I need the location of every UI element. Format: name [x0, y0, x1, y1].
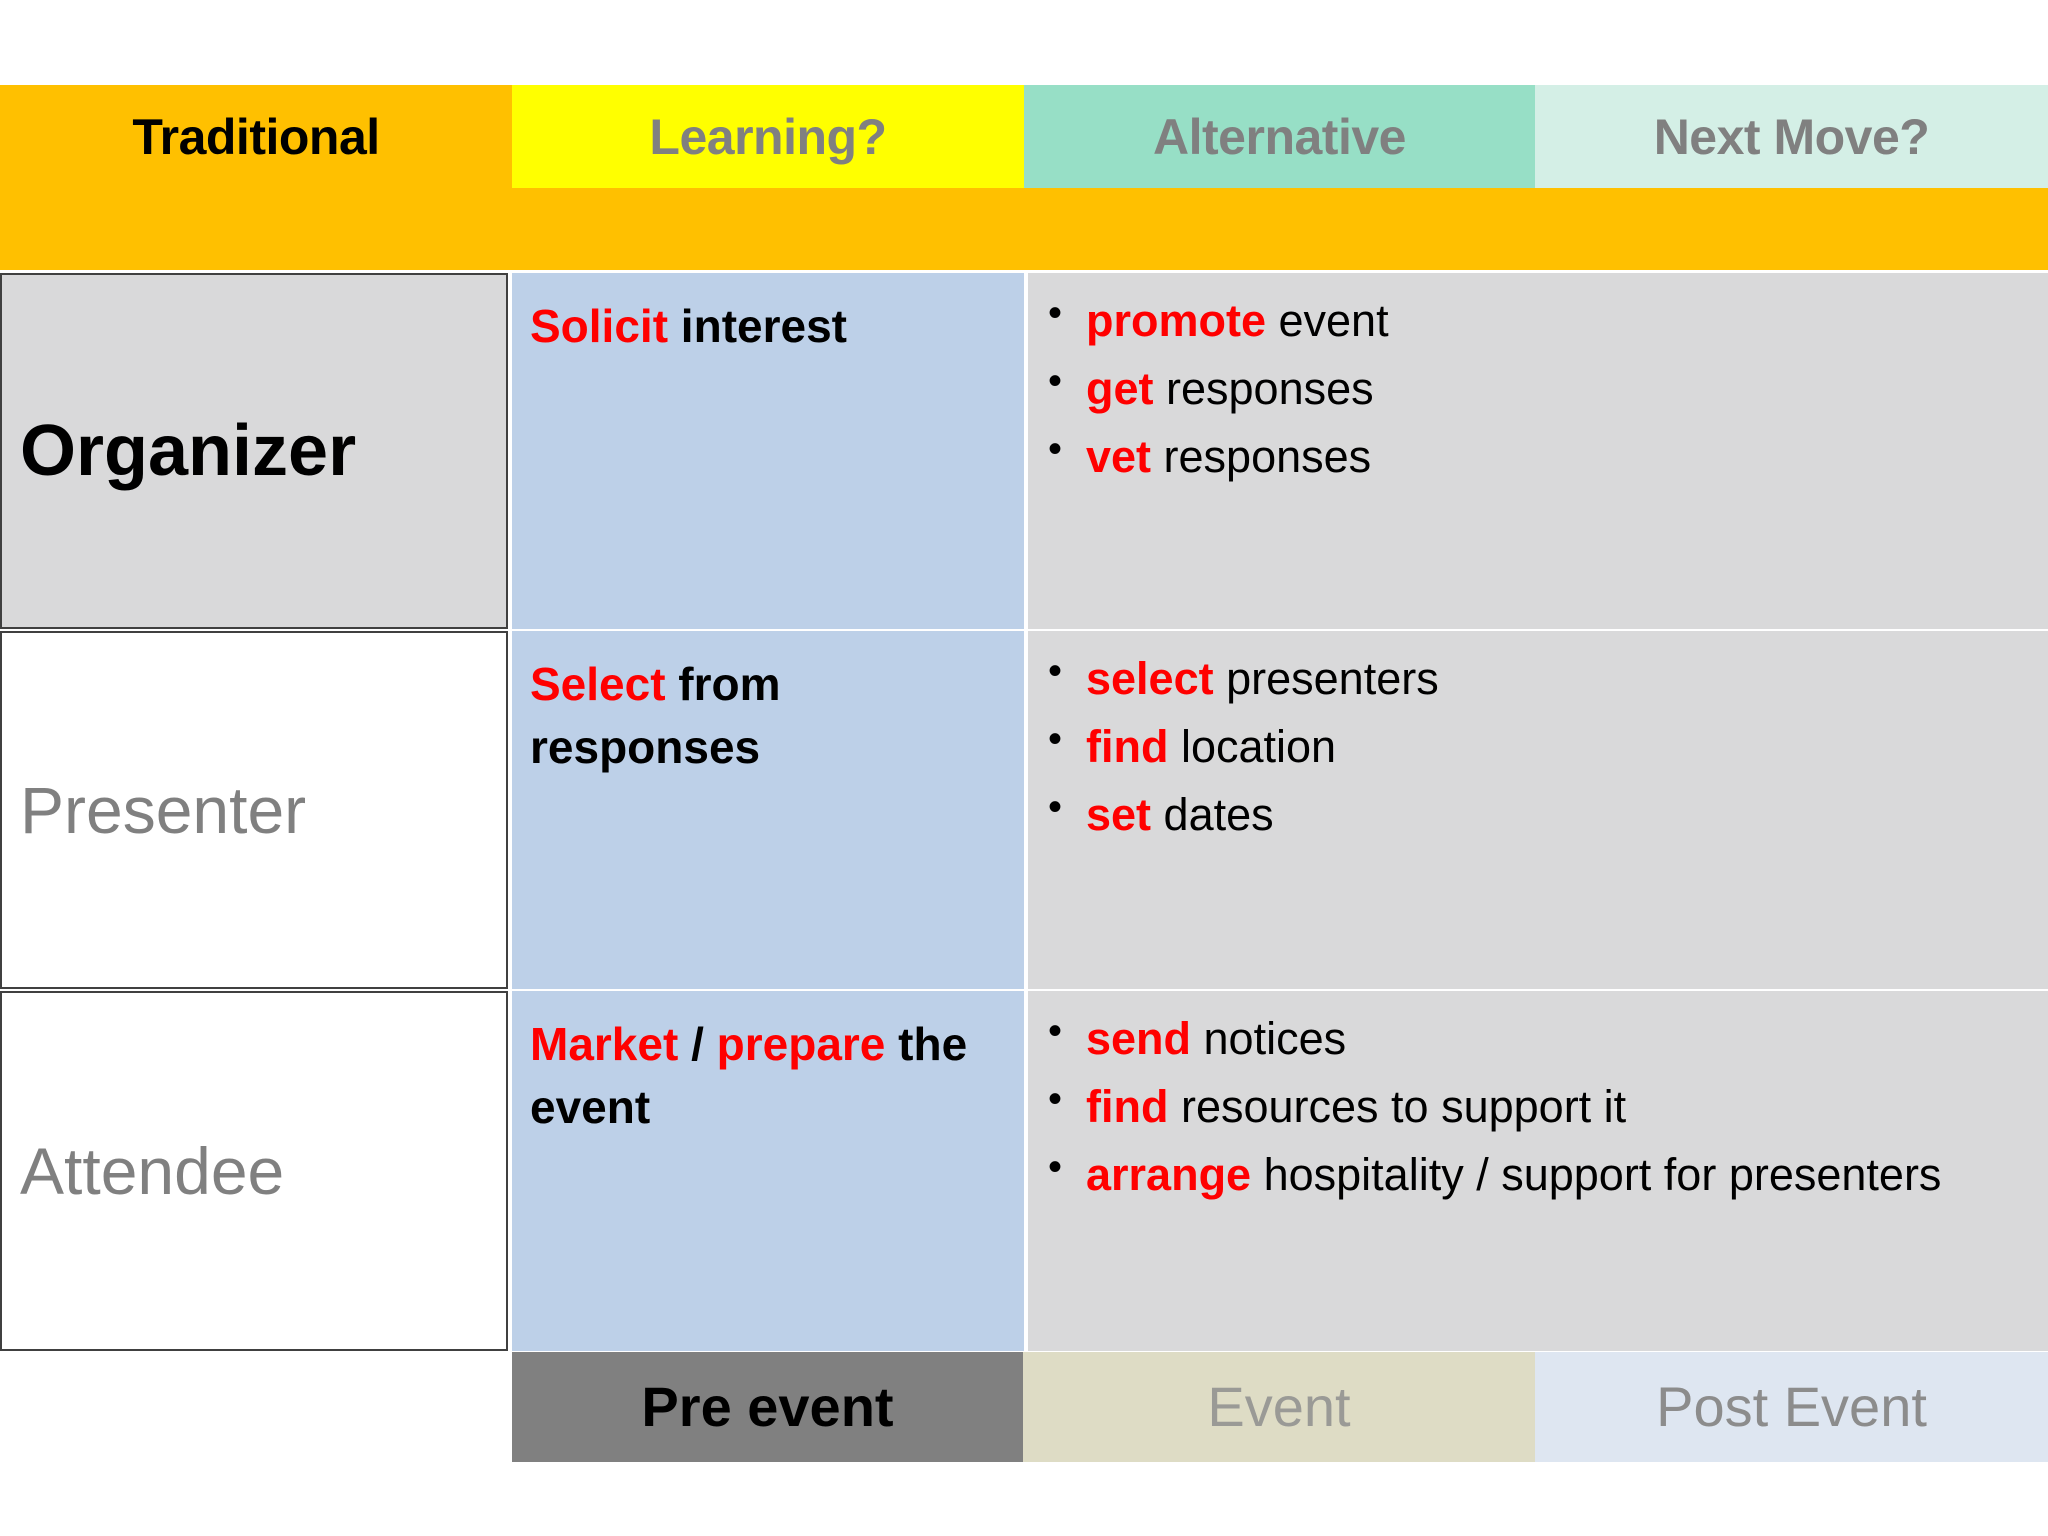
text-run: event — [1266, 295, 1389, 346]
learning-cell-organizer[interactable]: Solicit interest — [512, 273, 1024, 629]
learning-text: Market / prepare the event — [530, 1013, 1006, 1140]
text-run: select — [1086, 653, 1214, 704]
phase-band: Pre event Event Post Event — [512, 1352, 2048, 1462]
bullet-list: select presentersfind locationset dates — [1042, 643, 2034, 847]
phase-pre-event[interactable]: Pre event — [512, 1352, 1023, 1462]
table-row: Attendee Market / prepare the event send… — [0, 991, 2048, 1351]
learning-cell-presenter[interactable]: Select from responses — [512, 631, 1024, 989]
table-row: Organizer Solicit interest promote event… — [0, 273, 2048, 629]
tab-next-move-label: Next Move? — [1653, 108, 1930, 165]
matrix-grid: Organizer Solicit interest promote event… — [0, 273, 2048, 1351]
text-run: prepare — [716, 1018, 886, 1070]
text-run: resources to support it — [1168, 1080, 1627, 1132]
role-label: Attendee — [20, 1134, 285, 1208]
role-cell-attendee[interactable]: Attendee — [0, 991, 508, 1351]
text-run: set — [1086, 788, 1152, 840]
text-run: interest — [668, 300, 847, 352]
role-label: Organizer — [20, 411, 357, 491]
bullet-list: promote eventget responsesvet responses — [1042, 285, 2034, 489]
phase-label: Post Event — [1656, 1375, 1927, 1438]
bullet-list: send noticesfind resources to support it… — [1042, 1003, 2034, 1207]
text-run: Market — [530, 1018, 679, 1070]
tab-alternative[interactable]: Alternative — [1024, 85, 1535, 188]
text-run: / — [678, 1018, 717, 1070]
list-item: vet responses — [1042, 421, 2034, 489]
alternative-cell-attendee[interactable]: send noticesfind resources to support it… — [1028, 991, 2048, 1351]
list-item: select presenters — [1042, 643, 2034, 711]
learning-text: Select from responses — [530, 653, 1006, 780]
header-band: Traditional Learning? Alternative Next M… — [0, 85, 2048, 270]
learning-text: Solicit interest — [530, 295, 1006, 358]
text-run: responses — [1151, 430, 1372, 482]
text-run: find — [1086, 1080, 1169, 1132]
list-item: find location — [1042, 711, 2034, 779]
text-run: the event — [530, 1018, 968, 1134]
phase-label: Pre event — [641, 1375, 894, 1438]
text-run: presenters — [1213, 653, 1439, 704]
role-cell-presenter[interactable]: Presenter — [0, 631, 508, 989]
alternative-cell-organizer[interactable]: promote eventget responsesvet responses — [1028, 273, 2048, 629]
role-label: Presenter — [20, 773, 307, 847]
text-run: find — [1086, 720, 1169, 772]
text-run: arrange — [1086, 1148, 1252, 1200]
list-item: arrange hospitality / support for presen… — [1042, 1139, 2034, 1207]
text-run: Solicit — [530, 300, 669, 352]
alternative-cell-presenter[interactable]: select presentersfind locationset dates — [1028, 631, 2048, 989]
text-run: location — [1168, 720, 1337, 772]
tab-learning-label: Learning? — [649, 108, 887, 165]
tab-traditional[interactable]: Traditional — [0, 85, 512, 188]
tab-alternative-label: Alternative — [1153, 108, 1406, 165]
table-row: Presenter Select from responses select p… — [0, 631, 2048, 989]
list-item: set dates — [1042, 779, 2034, 847]
list-item: promote event — [1042, 285, 2034, 353]
text-run: hospitality / support for presenters — [1251, 1148, 1942, 1200]
phase-post-event[interactable]: Post Event — [1535, 1352, 2048, 1462]
tab-traditional-label: Traditional — [132, 108, 380, 165]
phase-label: Event — [1207, 1375, 1351, 1438]
phase-event[interactable]: Event — [1023, 1352, 1535, 1462]
text-run: promote — [1086, 295, 1266, 346]
text-run: dates — [1151, 788, 1274, 840]
text-run: from responses — [530, 658, 781, 774]
list-item: send notices — [1042, 1003, 2034, 1071]
text-run: responses — [1153, 362, 1374, 414]
text-run: vet — [1086, 430, 1152, 482]
text-run: notices — [1191, 1013, 1347, 1064]
text-run: Select — [530, 658, 666, 710]
header-tabs: Traditional Learning? Alternative Next M… — [0, 85, 2048, 188]
tab-learning[interactable]: Learning? — [512, 85, 1024, 188]
list-item: find resources to support it — [1042, 1071, 2034, 1139]
tab-next-move[interactable]: Next Move? — [1535, 85, 2048, 188]
learning-cell-attendee[interactable]: Market / prepare the event — [512, 991, 1024, 1351]
role-cell-organizer[interactable]: Organizer — [0, 273, 508, 629]
list-item: get responses — [1042, 353, 2034, 421]
text-run: get — [1086, 362, 1154, 414]
text-run: send — [1086, 1013, 1192, 1064]
